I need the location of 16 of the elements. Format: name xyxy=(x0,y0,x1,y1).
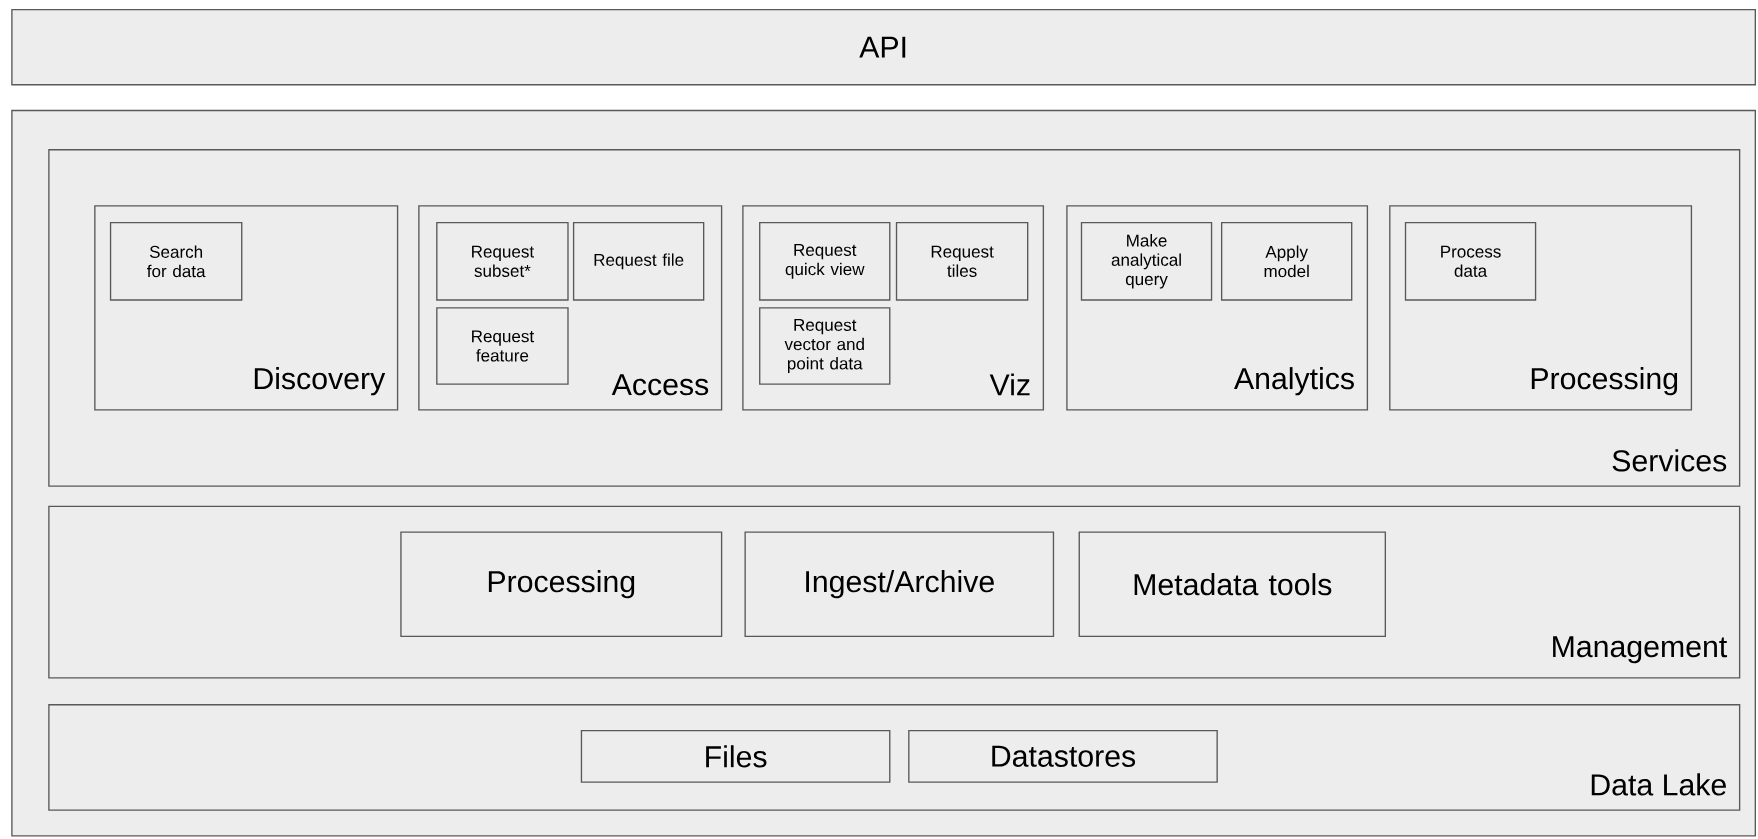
function-box: Request vector and point data xyxy=(759,307,891,385)
function-box: Search for data xyxy=(109,222,243,301)
function-box: Request tiles xyxy=(895,222,1029,301)
function-box: Request file xyxy=(572,222,705,301)
function-box: Make analytical query xyxy=(1080,222,1213,301)
component-box: Ingest/Archive xyxy=(744,531,1055,638)
function-box: Process data xyxy=(1404,222,1537,301)
component-box: Files xyxy=(580,730,891,783)
function-box: Apply model xyxy=(1220,222,1353,301)
function-box: Request quick view xyxy=(759,222,891,301)
function-box: Request feature xyxy=(436,307,569,385)
api-bar: API xyxy=(11,9,1756,86)
function-box: Request subset* xyxy=(436,222,569,301)
component-box: Datastores xyxy=(908,730,1218,783)
component-box: Metadata tools xyxy=(1078,531,1386,638)
component-box: Processing xyxy=(400,531,723,638)
